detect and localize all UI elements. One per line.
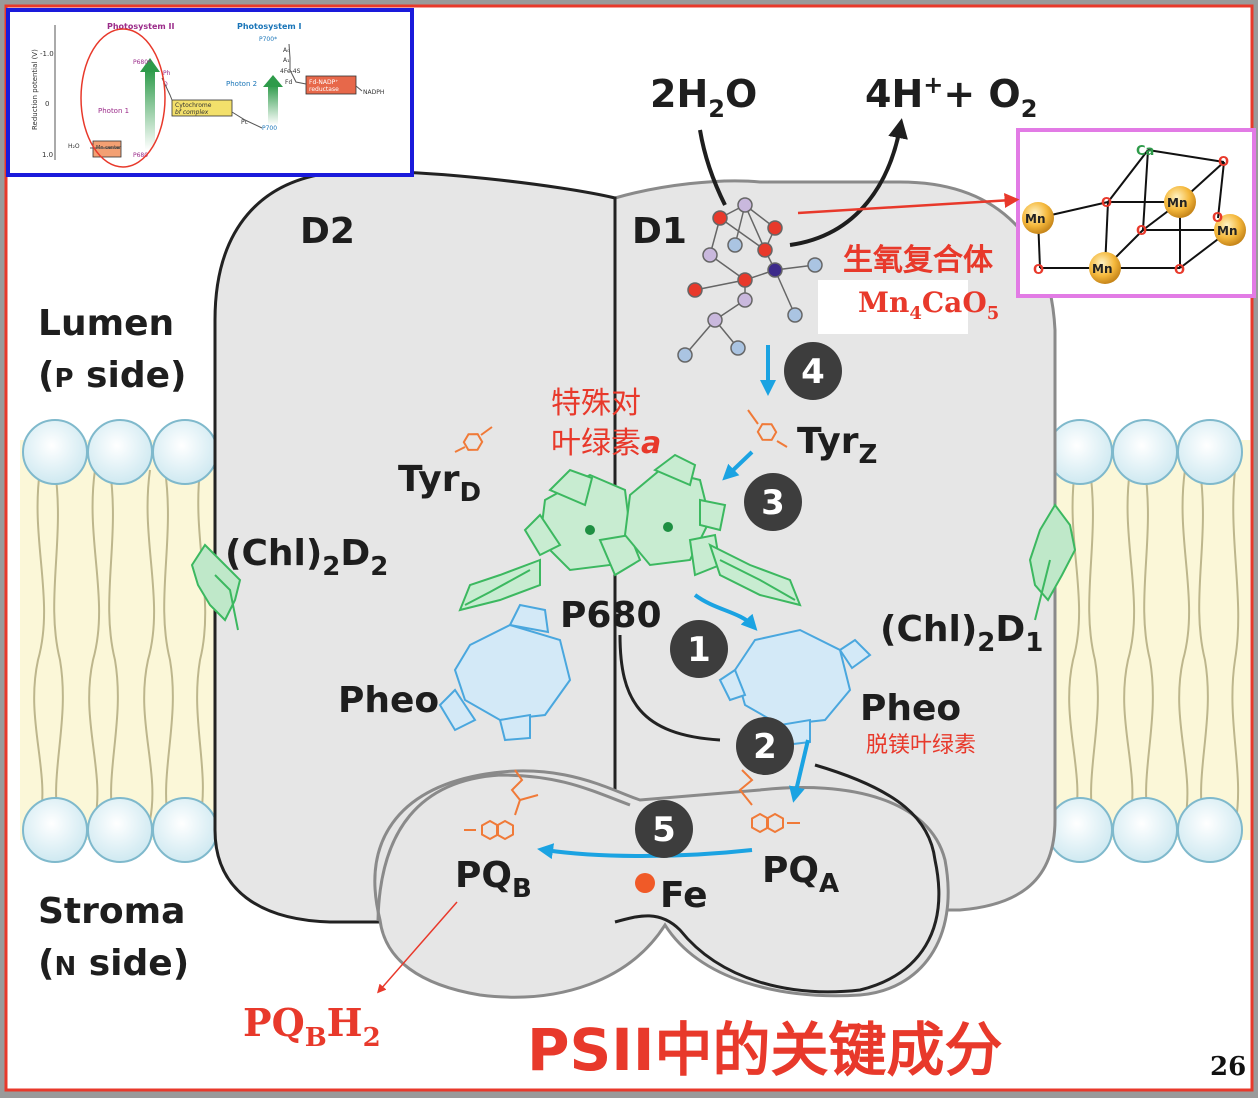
d1-label: D1 [632,211,687,252]
chl-d2-pigment [190,543,242,631]
svg-text:Mn: Mn [1217,224,1237,238]
step-badge-2: 2 [736,717,794,775]
oec-label-bg [818,280,968,334]
stromal-lobe [373,769,950,999]
svg-text:Pc: Pc [241,119,248,126]
svg-text:O: O [1136,224,1147,239]
mn4cao5-cube-inset: Ca O O Mn Mn Mn Mn O O O O [1016,128,1256,298]
pqbh2-arrow [377,901,458,994]
mn-atom [1089,252,1121,284]
slide-title: PSII中的关键成分 [527,1016,1002,1084]
water-label: 2H2O [650,72,757,123]
pheo-left-pigment [438,603,572,742]
pqb-molecule [464,769,539,840]
svg-text:Ph: Ph [163,70,171,77]
d2-label: D2 [300,211,355,252]
electron-transfer-arrows [537,345,810,860]
pheo-left-label: Pheo [338,680,439,721]
svg-text:Fd: Fd [285,79,292,86]
fe-label: Fe [660,875,708,916]
mn-atom [1214,214,1246,246]
svg-text:P700: P700 [262,125,277,132]
lumen-label: Lumen [38,303,174,344]
tyrd-ring [454,426,493,455]
pheo-chinese-label: 脱镁叶绿素 [866,733,976,758]
pqa-molecule [738,769,800,833]
pqa-label: PQA [762,850,839,899]
svg-text:O: O [1218,155,1229,170]
svg-text:1.0: 1.0 [42,151,53,159]
page-number: 26 [1210,1052,1246,1082]
cube-ca-label: Ca [1136,144,1154,159]
svg-text:A₀: A₀ [283,47,290,54]
tyrz-label: TyrZ [797,421,877,470]
tyrd-label: TyrD [398,459,481,508]
svg-text:1: 1 [687,630,711,670]
inset-y-axis: Reduction potential (V) [31,49,39,130]
inset-photosystem-ii: Photosystem II [107,22,174,31]
z-scheme-inset: Reduction potential (V) -1.0 0 1.0 Photo… [6,8,414,177]
svg-text:reductase: reductase [309,86,339,93]
oec-formula: Mn4CaO5 [858,286,999,324]
special-pair-label-2: 叶绿素a [551,426,661,461]
step-badge-4: 4 [784,342,842,400]
pqbh2-label: PQBH2 [243,1000,381,1053]
inset-photosystem-i: Photosystem I [237,22,301,31]
svg-text:5: 5 [652,810,676,850]
tyrz-ring [747,409,788,448]
stroma-side-label: (N side) [38,943,189,984]
svg-text:Mn: Mn [1025,212,1045,226]
svg-text:A₁: A₁ [283,57,290,64]
svg-text:P680: P680 [133,152,148,159]
oec-cluster [677,197,823,363]
mn-atom [1164,186,1196,218]
special-pair-label-1: 特殊对 [551,386,641,421]
svg-text:Fd-NADP⁺: Fd-NADP⁺ [309,79,338,86]
svg-text:bf complex: bf complex [175,109,209,116]
pheo-right-label: Pheo [860,688,961,729]
oec-chinese-label: 生氧复合体 [843,243,994,278]
psii-protein-complex [213,169,1057,999]
svg-text:H₂O: H₂O [68,143,80,150]
svg-text:Photon 1: Photon 1 [98,107,129,115]
lumen-side-label: (P side) [38,355,186,396]
chl-d2-label: (Chl)2D2 [225,533,388,582]
step-badge-3: 3 [744,473,802,531]
products-label: 4H++ O2 [865,71,1037,123]
water-oxidation: 2H2O 4H++ O2 [650,71,1037,247]
step-badge-5: 5 [635,800,693,858]
svg-text:Mn: Mn [1092,262,1112,276]
svg-text:Mn: Mn [1167,196,1187,210]
lipid-bilayer [20,419,1250,863]
svg-text:4: 4 [801,352,825,392]
stroma-label: Stroma [38,891,185,932]
svg-text:Cytochrome: Cytochrome [175,102,212,109]
svg-text:Photon 2: Photon 2 [226,80,257,88]
svg-text:2: 2 [753,727,777,767]
svg-text:O: O [1101,196,1112,211]
svg-text:NADPH: NADPH [363,89,384,96]
step-badge-1: 1 [670,620,728,678]
p680-special-pair [458,453,802,612]
svg-text:O: O [1174,263,1185,278]
step-badges: 4 3 1 2 5 [635,342,842,858]
pqb-label: PQB [455,855,532,904]
svg-text:O: O [1212,211,1223,226]
svg-text:P680*: P680* [133,59,151,66]
fe-atom [635,873,655,893]
inset-psii-highlight [80,28,166,168]
chl-d1-label: (Chl)2D1 [880,609,1043,658]
svg-text:P700*: P700* [259,36,277,43]
svg-text:O: O [1033,263,1044,278]
mn-atom [1022,202,1054,234]
svg-text:-1.0: -1.0 [40,50,54,58]
oec-to-cube-arrow [797,192,1020,215]
svg-text:0: 0 [45,100,49,108]
svg-text:3: 3 [761,483,785,523]
chl-d1-pigment [1028,503,1077,621]
p680-label: P680 [560,595,662,636]
